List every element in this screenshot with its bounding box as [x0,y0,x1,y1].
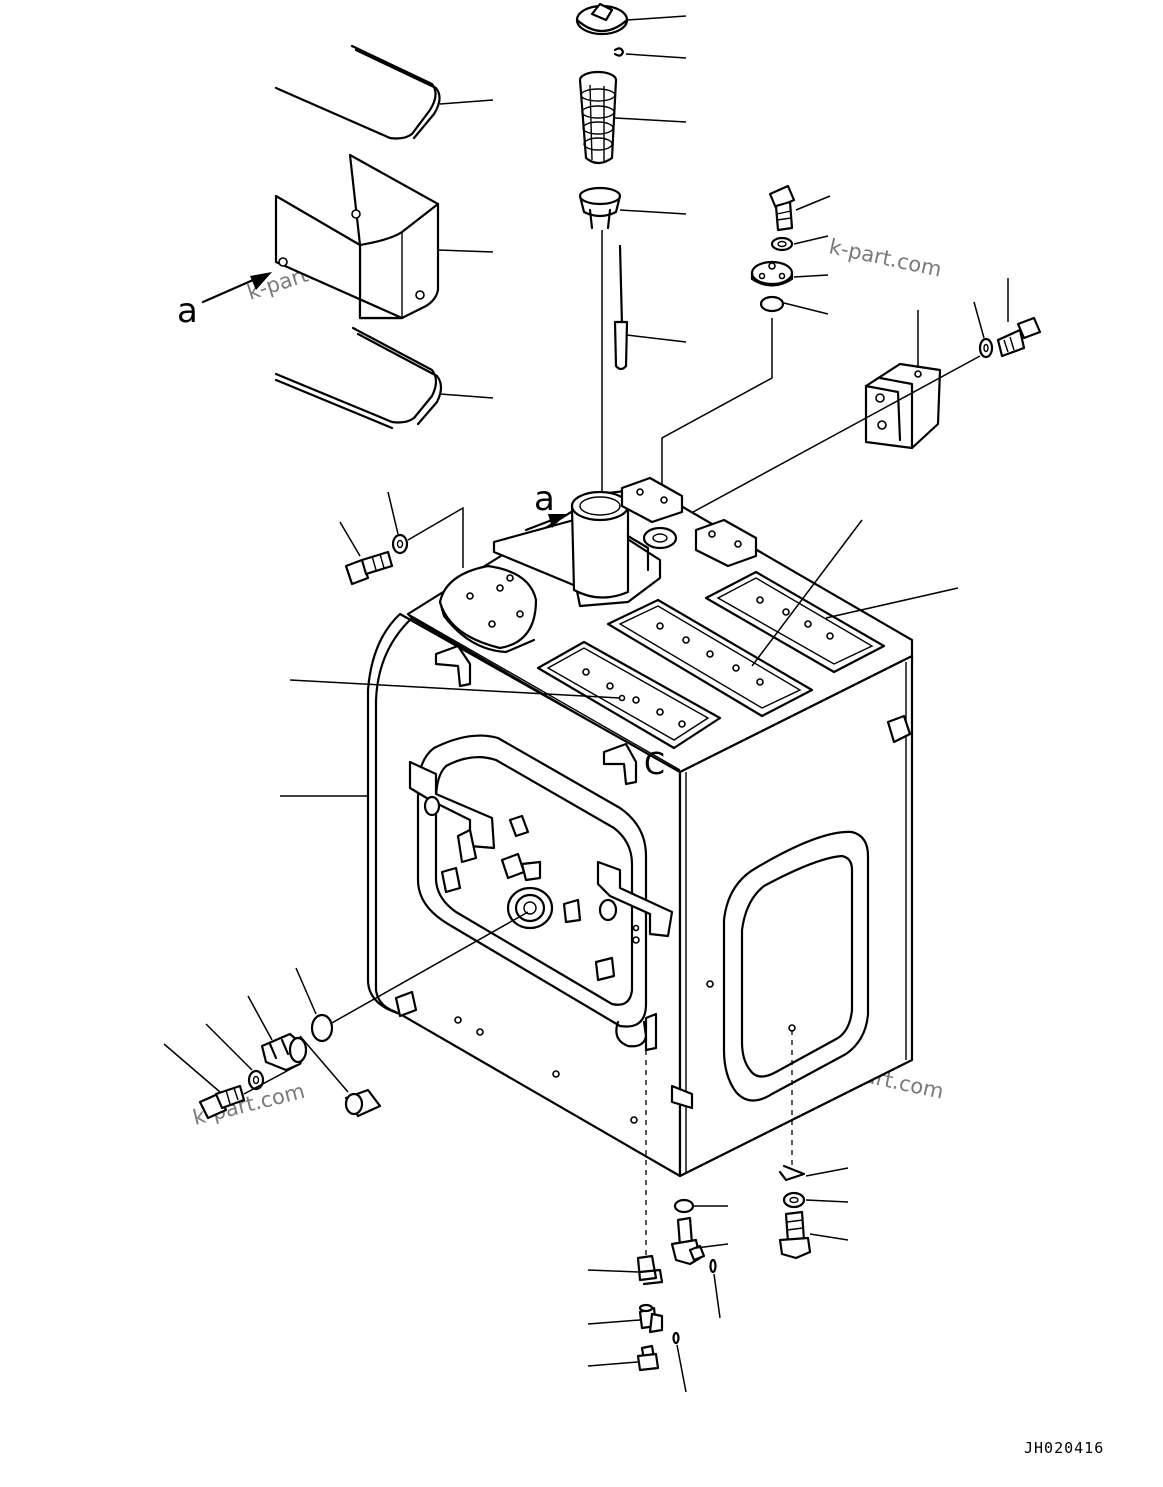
strainer-icon [578,70,687,165]
leader-middle-cover [751,519,863,667]
filler-neck-icon [492,490,662,608]
leader-right-cover [825,587,959,619]
washer-icon [770,235,829,252]
clamp-icon [587,1254,664,1286]
leader-left-cover [289,679,621,699]
cover-icon [274,153,494,320]
bracket-icon [864,310,942,450]
gauge-icon [247,995,308,1072]
washer-icon [205,1023,265,1091]
clip-icon [778,1164,849,1182]
band-icon [274,326,494,430]
sender-mount-icon [620,476,684,550]
dipstick-icon [613,244,687,371]
o-ring-icon [672,1331,687,1393]
pin-icon [613,47,687,59]
plug-icon [587,1344,660,1372]
cover-plate-icon [536,640,722,750]
view-letter-top: a [534,479,555,519]
washer-icon [782,1191,849,1209]
filler-cap-icon [575,2,687,36]
drawing-code: JH020416 [1024,1439,1104,1457]
panel-letter: C [644,747,665,782]
gauge-axis-line [329,911,529,1025]
gauge-bolt-line [243,1063,301,1095]
cap-icon [299,1035,382,1118]
o-ring-icon [295,967,334,1043]
bolt-icon [778,1210,849,1260]
round-lid-icon [438,564,538,654]
o-ring-icon [759,295,829,315]
side-bolt-leader [407,506,464,568]
band-icon [274,44,494,140]
view-marker-top: a [524,479,566,532]
sender-leader [661,318,773,488]
o-ring-icon [709,1258,721,1319]
o-ring-icon [673,1198,728,1214]
ring-icon [578,186,687,230]
watermark-right-top: k-part.com [827,234,944,281]
view-letter-left: a [177,291,198,331]
cover-plate-icon [606,598,814,718]
bolt-icon [768,184,831,232]
washer-icon [387,491,409,555]
bolt-icon [996,278,1042,358]
bolt-icon [163,1043,246,1120]
cover-plate-icon [704,570,886,674]
washer-icon [973,301,994,359]
bolt-icon [339,521,394,586]
bracket-mount-line [659,355,981,531]
plate-icon [750,260,829,287]
boss-block-icon [694,518,758,568]
valve-icon [670,1216,729,1266]
elbow-icon [587,1303,664,1334]
view-marker-left: a [177,272,272,331]
